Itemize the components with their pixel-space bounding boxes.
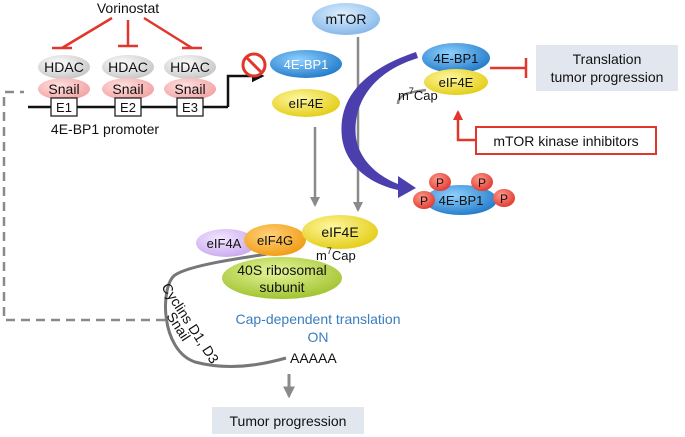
hdac-oval	[102, 55, 154, 79]
dashed-feedback-line	[2, 90, 165, 322]
promoter-transcription-arrow	[226, 69, 265, 107]
mtor-oval	[312, 3, 380, 35]
mrna-strand	[164, 248, 295, 368]
snail-oval	[164, 78, 216, 100]
snail-oval	[102, 78, 154, 100]
phosphate-oval	[493, 189, 515, 207]
phosphate-label: P	[500, 192, 508, 206]
eif4g-oval	[244, 224, 306, 256]
phosphate-label: P	[436, 176, 444, 190]
mtor-phosphorylation-arrow	[341, 52, 418, 198]
inhibitor-arrow	[453, 110, 476, 142]
mtor-kinase-inhibitors-box	[475, 126, 657, 155]
phospho-4e-bp1-oval	[425, 185, 497, 215]
mtor-label: mTOR	[326, 11, 367, 27]
outcome-label: Tumor progression	[230, 413, 347, 429]
hdac-oval	[164, 55, 216, 79]
e-box	[50, 97, 78, 117]
phosphate-label: P	[478, 176, 486, 190]
outcome-box	[212, 407, 364, 434]
translation-line2: tumor progression	[551, 69, 664, 85]
no-entry-icon	[241, 52, 267, 78]
e-box-label: E1	[56, 100, 72, 115]
eif4e-complex-oval	[302, 215, 378, 249]
right-eif4e-oval	[424, 69, 488, 95]
snail-label: Snail	[112, 81, 143, 97]
phospho-4e-bp1-label: 4E-BP1	[439, 193, 484, 208]
hdac-label: HDAC	[44, 59, 84, 75]
e-box	[114, 97, 142, 117]
phosphate-oval	[413, 191, 435, 209]
eif4a-label: eIF4A	[207, 236, 242, 251]
e-box-label: E3	[182, 100, 198, 115]
promoter-label: 4E-BP1 promoter	[51, 121, 159, 137]
phospho-4e-bp1: 4E-BP1 P P P P	[413, 173, 515, 215]
cap-dependent-line1: Cap-dependent translation	[235, 311, 400, 327]
hdac-label: HDAC	[170, 59, 210, 75]
eif4e-complex-label: eIF4E	[321, 224, 358, 240]
phosphate-oval	[429, 173, 451, 191]
initiation-cap-label: m7Cap	[316, 246, 356, 263]
4e-bp1-label: 4E-BP1	[284, 57, 329, 72]
promoter-site-2: HDAC Snail E2	[102, 55, 154, 117]
ribosome-line2: subunit	[259, 279, 304, 295]
vorinostat-inhibition-lines	[52, 16, 202, 50]
eif4g-label: eIF4G	[257, 233, 293, 248]
promoter-site-1: HDAC Snail E1	[38, 55, 90, 117]
phosphate-label: P	[420, 194, 428, 208]
snail-label: Snail	[48, 81, 79, 97]
eif4e-oval	[272, 89, 340, 117]
cap-dependent-line2: ON	[308, 329, 329, 345]
mtor-kinase-inhibitors-label: mTOR kinase inhibitors	[493, 133, 638, 149]
hdac-oval	[38, 55, 90, 79]
phosphate-oval	[471, 173, 493, 191]
4e-bp1-oval	[270, 50, 342, 78]
right-cap-label: m7Cap	[398, 86, 438, 103]
eif4e-label: eIF4E	[289, 96, 324, 111]
right-4e-bp1-label: 4E-BP1	[434, 51, 479, 66]
poly-a-tail: AAAAA	[290, 350, 337, 366]
vorinostat-label: Vorinostat	[97, 0, 159, 16]
translation-box	[536, 45, 678, 91]
snail-oval	[38, 78, 90, 100]
e-box	[176, 97, 204, 117]
eif4a-oval	[196, 229, 256, 257]
right-4e-bp1-oval	[422, 43, 490, 73]
ribosome-line1: 40S ribosomal	[237, 262, 327, 278]
translation-line1: Translation	[573, 51, 642, 67]
hdac-label: HDAC	[108, 59, 148, 75]
right-cap-curve	[396, 88, 427, 105]
right-eif4e-label: eIF4E	[439, 75, 474, 90]
snail-label: Snail	[174, 81, 205, 97]
e-box-label: E2	[120, 100, 136, 115]
40s-ribosome-oval	[222, 257, 342, 299]
promoter-site-3: HDAC Snail E3	[164, 55, 216, 117]
